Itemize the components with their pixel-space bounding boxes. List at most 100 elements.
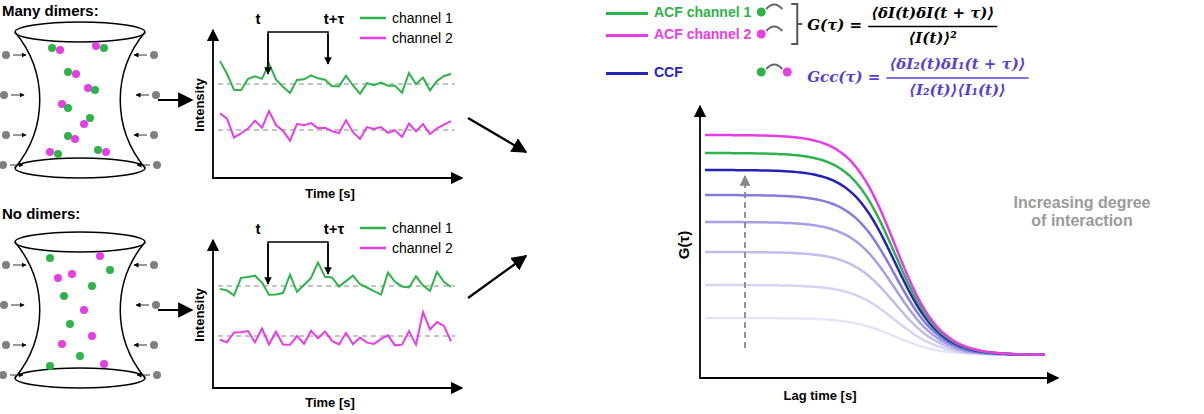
trace-channel-1 [220,61,451,94]
lag-arrow [267,244,269,284]
label-text: t+τ [324,220,344,237]
icon-arc [766,5,782,10]
molecule-dot [2,261,10,269]
diffusion-arrow [13,55,26,56]
legend-text: CCF [654,64,683,80]
volume-top [15,232,145,252]
label-text: No dimers: [2,205,80,222]
label-text: channel 2 [392,30,453,46]
molecule-dot [100,44,108,52]
formula-text: ⟨I₂(t)⟩⟨I₁(t)⟩ [909,82,1006,99]
formula-text: ⟨I(t)⟩² [908,30,956,47]
molecule-dot [100,360,108,368]
correlation-icon [757,65,792,77]
volume-top [15,22,145,42]
correlation-curve [705,285,1045,355]
correlation-curve [705,135,1045,355]
fraction-bar [868,26,997,28]
group-bracket [791,4,802,44]
molecule-dot [0,371,7,379]
lag-arrow [327,34,329,64]
molecule-dot [72,70,80,78]
legend-swatch [606,72,648,75]
molecule-dot [2,131,10,139]
molecule-dot [54,274,62,282]
legend-line [360,227,386,230]
molecule-dot [102,148,110,156]
diffusion-arrow [136,305,149,306]
diffusion-arrow [134,345,147,346]
correlation-curve [705,153,1045,355]
label-text: G(τ) [675,231,692,259]
formula-text: Gcc(τ) = [807,69,880,86]
molecule-dot [56,46,64,54]
molecule-dot [68,270,76,278]
molecule-dot [64,132,72,140]
volume-outline [15,32,145,168]
confocal-volume [0,232,161,388]
legend-row: CCF [606,64,683,80]
flow-arrow [468,118,526,152]
diffusion-arrow [134,55,147,56]
volume-bottom [15,368,145,388]
molecule-dot [88,332,96,340]
label-text: Intensity [193,78,208,131]
label-text: Intensity [193,288,208,341]
molecule-dot [152,91,160,99]
molecule-dot [88,282,96,290]
molecule-dot [94,146,102,154]
diffusion-arrow [11,305,24,306]
molecule-dot [153,161,161,169]
diffusion-arrow [11,95,24,96]
icon-dot [757,68,766,77]
molecule-dot [0,91,8,99]
legend-swatch [606,34,648,37]
legend-row: ACF channel 2 [606,26,751,42]
molecule-dot [64,104,72,112]
molecule-dot [66,320,74,328]
molecule-dot [80,120,88,128]
label-text: Lag time [s] [784,389,857,404]
formula-text: G(τ) = [807,17,862,34]
intensity-graph [213,18,462,178]
volume-bottom [15,158,145,178]
icon-arc [766,27,782,32]
molecule-dot [71,135,79,143]
legend-row: ACF channel 1 [606,4,751,20]
molecule-dot [0,301,8,309]
legend-text: ACF channel 1 [654,4,751,20]
diffusion-arrow [13,135,26,136]
volume-outline [15,242,145,378]
correlation-icon [757,27,783,39]
icon-dot [783,68,792,77]
icon-arc [766,65,782,70]
legend-line [360,17,386,20]
baseline [218,84,455,85]
flow-arrow [158,309,192,311]
molecule-dot [54,150,62,158]
graph-axes [213,240,462,388]
molecule-dot [106,266,114,274]
molecule-dot [0,161,7,169]
intensity-graph [213,228,462,388]
correlation-curve [705,195,1045,355]
baseline [218,336,455,337]
molecule-dot [150,131,158,139]
molecule-dot [91,86,99,94]
label-text: channel 2 [392,240,453,256]
icon-dot [757,8,766,17]
graph-axes [213,30,462,178]
label-text: t [256,10,261,27]
molecule-dot [84,84,92,92]
molecule-dot [2,341,10,349]
lag-bracket [268,242,328,282]
trace-channel-2 [220,312,451,345]
legend-line [360,247,386,250]
molecule-dot [153,371,161,379]
baseline [218,130,455,131]
plot-axes [700,106,1058,378]
trace-channel-1 [220,263,451,296]
diffusion-arrow [137,165,150,166]
molecule-dot [2,51,10,59]
molecule-dot [80,306,88,314]
